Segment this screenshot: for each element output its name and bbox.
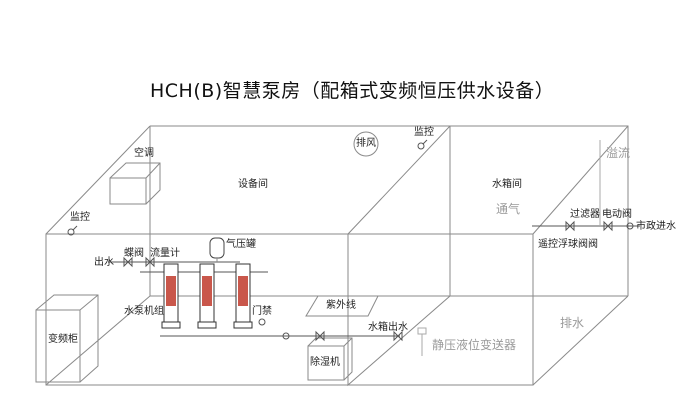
building-edge-top-left — [45, 125, 151, 235]
monitor-left-label: 监控 — [70, 212, 90, 223]
equipment-room-label: 设备间 — [238, 179, 268, 190]
monitor-top-label: 监控 — [414, 127, 434, 138]
valve-icons — [123, 220, 634, 342]
building-edge-top-right — [532, 125, 629, 235]
aircon-label: 空调 — [134, 148, 154, 159]
drain-label: 排水 — [560, 316, 585, 330]
pressure-tank — [209, 237, 225, 262]
camera-icon-left — [67, 225, 78, 236]
remote-float-valve-label: 遥控浮球阀阀 — [538, 239, 598, 250]
pressure-tank-label: 气压罐 — [226, 239, 256, 250]
level-transmitter-label: 静压液位变送器 — [432, 338, 517, 352]
electric-valve-label: 电动阀 — [602, 209, 632, 220]
building-front-face — [45, 233, 534, 386]
pump-2 — [197, 263, 217, 329]
flow-meter-label: 流量计 — [150, 248, 180, 259]
uv-plate — [305, 295, 379, 317]
water-tank-room-label: 水箱间 — [492, 179, 522, 190]
vfd-cabinet-label: 变频柜 — [48, 334, 78, 345]
pump-unit-group — [161, 263, 253, 329]
pump-3 — [233, 263, 253, 329]
access-control-label: 门禁 — [252, 306, 272, 317]
uv-sterilizer-label: 紫外线 — [326, 300, 356, 311]
tank-outlet-label: 水箱出水 — [368, 322, 408, 333]
exhaust-fan-label: 排风 — [356, 138, 376, 149]
ventilation-label: 通气 — [496, 202, 521, 216]
building-back-top — [150, 125, 629, 296]
overflow-label: 溢流 — [606, 146, 631, 160]
exhaust-fan-circle — [353, 131, 379, 157]
pump-1 — [161, 263, 181, 329]
dehumidifier-unit — [307, 337, 353, 381]
camera-icon-access — [258, 318, 266, 326]
municipal-inlet-label: 市政进水 — [636, 221, 676, 232]
level-transmitter-head — [417, 327, 427, 335]
aircon-unit — [109, 162, 161, 205]
water-outlet-label: 出水 — [94, 257, 114, 268]
diagram-title: HCH(B)智慧泵房（配箱式变频恒压供水设备） — [150, 80, 555, 102]
building-edge-bottom-right — [532, 295, 629, 386]
pump-unit-label: 水泵机组 — [124, 306, 164, 317]
dehumidifier-label: 除湿机 — [310, 357, 340, 368]
camera-icon-top — [417, 139, 428, 150]
butterfly-valve-label: 蝶阀 — [124, 248, 144, 259]
vfd-cabinet — [35, 294, 99, 383]
filter-label: 过滤器 — [570, 209, 600, 220]
